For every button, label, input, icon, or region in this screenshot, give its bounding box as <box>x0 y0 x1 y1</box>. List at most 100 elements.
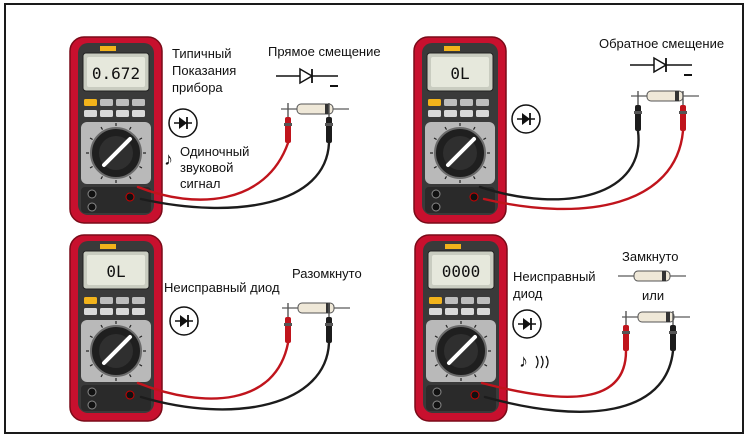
jack-a <box>87 189 97 199</box>
brand-badge <box>445 244 461 249</box>
jack-volt <box>125 192 135 202</box>
component-band <box>326 303 330 313</box>
diode-icon <box>511 104 541 134</box>
red-probe <box>284 303 292 343</box>
meter-button <box>132 308 145 315</box>
black-lead <box>483 349 675 413</box>
red-probe <box>284 103 292 143</box>
diode-symbol <box>276 67 338 87</box>
meter-button <box>100 110 113 117</box>
lcd-screen <box>87 57 145 87</box>
black-lead <box>478 129 640 201</box>
jack-panel <box>81 187 151 213</box>
faulty-diode-label-4a: Неисправный <box>513 269 596 284</box>
diode-icon <box>512 309 542 339</box>
dial-pointer <box>102 335 132 365</box>
meter-button <box>84 297 97 304</box>
music-note-icon: ♪ <box>519 351 528 371</box>
diode-icon-triangle <box>179 117 187 129</box>
diode-component <box>631 90 699 102</box>
dial-tick <box>89 335 93 339</box>
meter-button <box>444 110 457 117</box>
red-probe <box>622 311 630 351</box>
meter-button <box>132 297 145 304</box>
diode-icon <box>169 306 199 336</box>
dial-tick <box>128 324 132 328</box>
meter-button <box>116 308 129 315</box>
jack-panel <box>426 385 496 411</box>
component-body <box>296 103 334 115</box>
lcd-screen <box>431 57 489 87</box>
jack-panel <box>425 187 495 213</box>
diode-component <box>281 103 349 115</box>
dial-tick <box>473 374 477 378</box>
meter-button <box>100 99 113 106</box>
diode-icon-triangle <box>523 318 531 330</box>
meter-button <box>460 110 473 117</box>
lcd-screen <box>87 255 145 285</box>
lcd-screen <box>432 255 490 285</box>
diode-icon <box>168 108 198 138</box>
meter-button <box>477 308 490 315</box>
typical-reading-label-1: Типичный <box>172 46 232 61</box>
meter-button <box>116 110 129 117</box>
dial-tick <box>89 363 93 367</box>
dial-pointer <box>446 137 476 167</box>
jack-a <box>431 189 441 199</box>
single-beep-label-3: сигнал <box>180 176 221 191</box>
diode-icon-triangle <box>180 315 188 327</box>
dial-tick <box>433 137 437 141</box>
red-lead <box>480 349 628 398</box>
component-body <box>297 302 335 314</box>
dial-tick <box>128 374 132 378</box>
lcd-reading: 0L <box>450 64 469 83</box>
dial-tick <box>128 176 132 180</box>
brand-badge <box>100 46 116 51</box>
component-body <box>633 270 671 282</box>
dial-tick <box>473 324 477 328</box>
red-probe <box>679 91 687 131</box>
dial-tick <box>100 324 104 328</box>
black-probe <box>634 91 642 131</box>
dial-pointer <box>447 335 477 365</box>
jack-a <box>432 387 442 397</box>
black-probe-grip <box>669 331 677 334</box>
diode-icon-triangle <box>522 113 530 125</box>
multimeter-3: 0L <box>69 234 163 422</box>
brand-badge <box>100 244 116 249</box>
diode-component <box>618 270 686 282</box>
meter-button <box>84 308 97 315</box>
single-beep-label-2: звуковой <box>180 160 234 175</box>
dial-tick <box>472 176 476 180</box>
black-lead <box>139 141 331 210</box>
diode-symbol-triangle <box>299 67 314 85</box>
dial-tick <box>472 126 476 130</box>
meter-button <box>460 99 473 106</box>
music-note-icon: ♪ <box>164 149 173 169</box>
forward-bias-label: Прямое смещение <box>268 44 381 59</box>
black-probe <box>669 311 677 351</box>
sound-wave-arc <box>545 355 549 369</box>
meter-button <box>477 297 490 304</box>
meter-button <box>476 99 489 106</box>
red-probe-grip <box>284 323 292 326</box>
dial-tick <box>483 165 487 169</box>
faulty-diode-label-3: Неисправный диод <box>164 280 280 295</box>
dial-tick <box>100 176 104 180</box>
meter-button <box>429 297 442 304</box>
multimeter-1: 0.672 <box>69 36 163 224</box>
lcd-reading: 0L <box>106 262 125 281</box>
jack-com <box>432 400 442 410</box>
meter-button <box>461 297 474 304</box>
open-label: Разомкнуто <box>292 266 362 281</box>
dial-tick <box>445 324 449 328</box>
red-lead <box>136 341 290 400</box>
meter-button <box>444 99 457 106</box>
red-probe-grip <box>622 331 630 334</box>
dial-tick <box>445 374 449 378</box>
meter-button <box>461 308 474 315</box>
meter-button <box>116 297 129 304</box>
red-probe-grip <box>679 111 687 114</box>
